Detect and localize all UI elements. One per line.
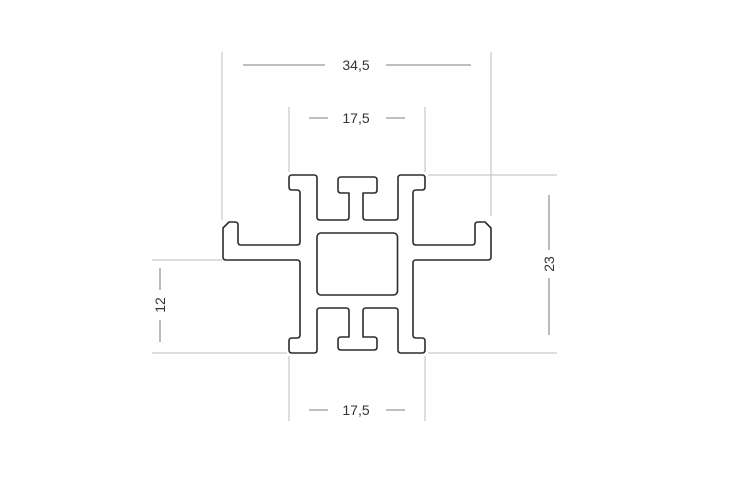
dimension-height: 23	[541, 195, 557, 335]
dimension-label: 23	[541, 256, 557, 272]
profile-outline	[222, 174, 492, 354]
dimension-left-height: 12	[152, 268, 168, 342]
dimension-label: 17,5	[342, 402, 369, 418]
dimension-bottom-inner-width: 17,5	[309, 402, 405, 418]
extension-lines	[152, 52, 557, 421]
dimension-label: 12	[152, 297, 168, 313]
dimension-overall-width: 34,5	[243, 57, 471, 73]
dimension-top-inner-width: 17,5	[309, 110, 405, 126]
dimension-label: 34,5	[342, 57, 369, 73]
profile-hollow-chamber	[316, 232, 399, 296]
dimension-label: 17,5	[342, 110, 369, 126]
